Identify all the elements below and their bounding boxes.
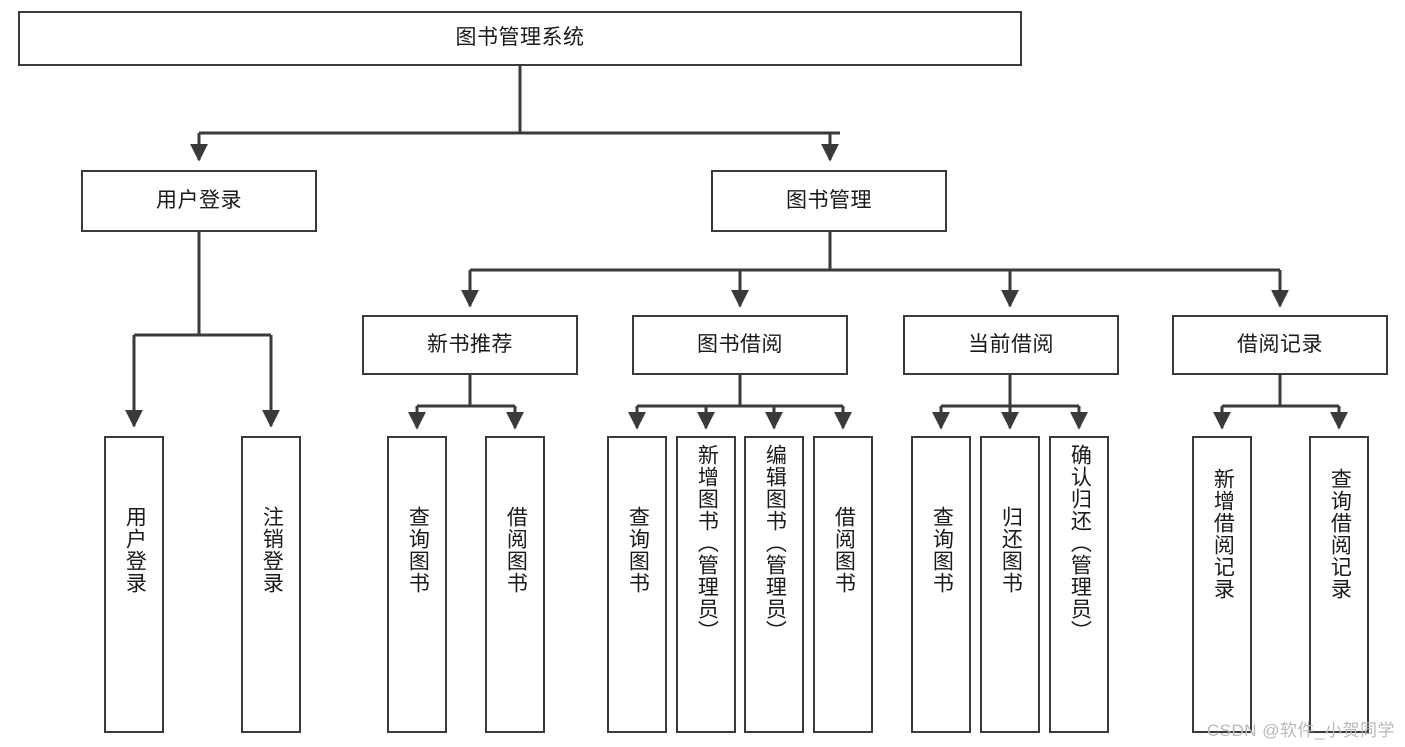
leaf-current-return-book-label: 归还图书 [999, 506, 1023, 594]
node-book-management-label: 图书管理 [786, 188, 872, 212]
leaf-current-return-book[interactable]: 归还图书 [980, 436, 1040, 733]
watermark: CSDN @软件_小贺同学 [1206, 721, 1395, 740]
leaf-current-confirm-return-label: 确认归还（管理员） [1068, 444, 1092, 642]
leaf-record-add-label: 新增借阅记录 [1211, 468, 1235, 600]
node-user-login[interactable]: 用户登录 [81, 170, 317, 232]
leaf-newbook-borrow-book-label: 借阅图书 [504, 506, 528, 594]
node-book-borrow[interactable]: 图书借阅 [632, 315, 848, 375]
leaf-borrow-query-book[interactable]: 查询图书 [607, 436, 667, 733]
node-new-book-recommend[interactable]: 新书推荐 [362, 315, 578, 375]
leaf-user-login[interactable]: 用户登录 [104, 436, 164, 733]
node-current-borrow[interactable]: 当前借阅 [903, 315, 1119, 375]
leaf-current-confirm-return[interactable]: 确认归还（管理员） [1049, 436, 1109, 733]
leaf-newbook-borrow-book[interactable]: 借阅图书 [485, 436, 545, 733]
leaf-borrow-add-book[interactable]: 新增图书（管理员） [676, 436, 736, 733]
leaf-newbook-query-book-label: 查询图书 [406, 506, 430, 594]
leaf-borrow-edit-book-label: 编辑图书（管理员） [763, 444, 787, 642]
leaf-borrow-borrow-book-label: 借阅图书 [832, 506, 856, 594]
node-borrow-record[interactable]: 借阅记录 [1172, 315, 1388, 375]
node-book-management[interactable]: 图书管理 [711, 170, 947, 232]
node-new-book-recommend-label: 新书推荐 [427, 332, 513, 356]
leaf-current-query-book-label: 查询图书 [930, 506, 954, 594]
node-current-borrow-label: 当前借阅 [968, 332, 1054, 356]
node-book-borrow-label: 图书借阅 [697, 332, 783, 356]
leaf-borrow-edit-book[interactable]: 编辑图书（管理员） [744, 436, 804, 733]
node-user-login-label: 用户登录 [156, 188, 242, 212]
node-root[interactable]: 图书管理系统 [18, 11, 1022, 66]
leaf-current-query-book[interactable]: 查询图书 [911, 436, 971, 733]
leaf-borrow-borrow-book[interactable]: 借阅图书 [813, 436, 873, 733]
node-root-label: 图书管理系统 [455, 26, 585, 50]
leaf-record-query[interactable]: 查询借阅记录 [1309, 436, 1369, 733]
leaf-borrow-query-book-label: 查询图书 [626, 506, 650, 594]
leaf-newbook-query-book[interactable]: 查询图书 [387, 436, 447, 733]
leaf-user-login-label: 用户登录 [123, 506, 147, 594]
leaf-logout[interactable]: 注销登录 [241, 436, 301, 733]
leaf-logout-label: 注销登录 [260, 506, 284, 594]
node-borrow-record-label: 借阅记录 [1237, 332, 1323, 356]
leaf-record-query-label: 查询借阅记录 [1328, 468, 1352, 600]
leaf-record-add[interactable]: 新增借阅记录 [1192, 436, 1252, 733]
leaf-borrow-add-book-label: 新增图书（管理员） [695, 444, 719, 642]
